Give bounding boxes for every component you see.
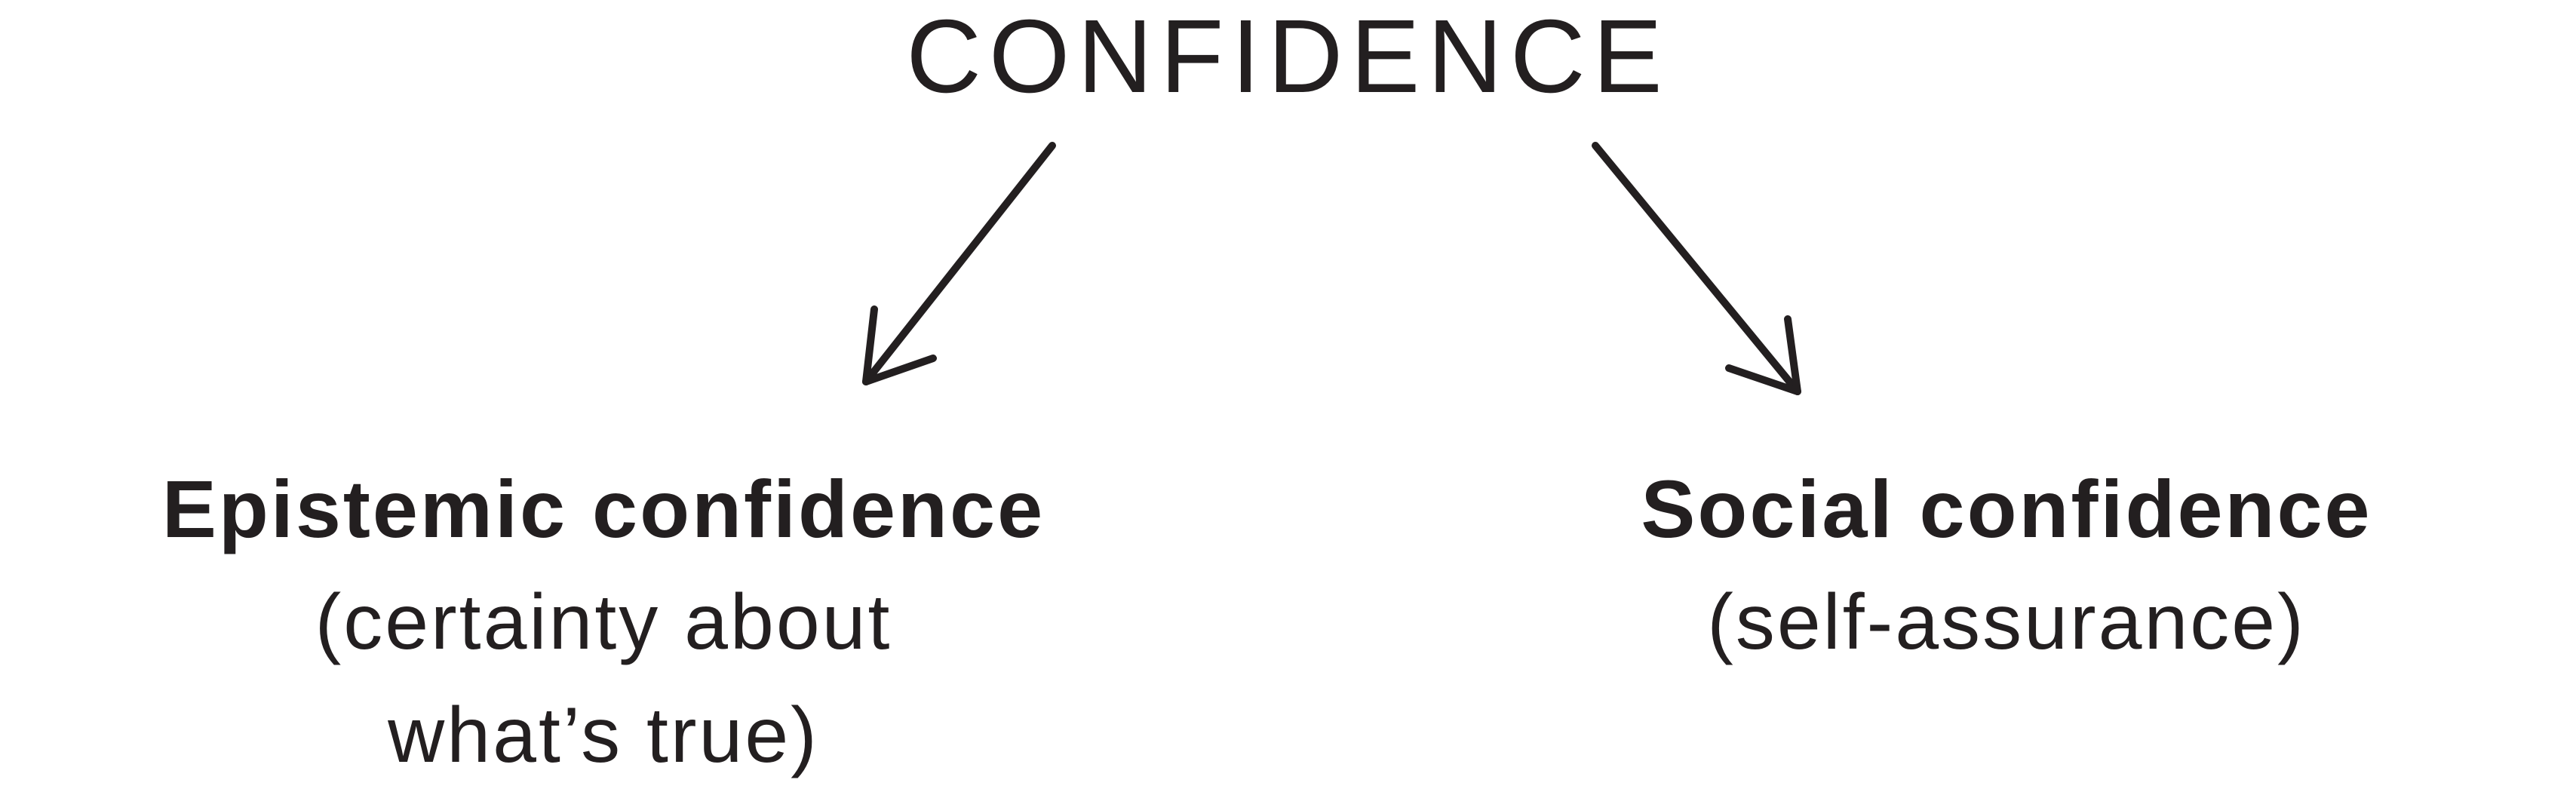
arrow-right-shaft bbox=[1592, 142, 1801, 395]
diagram-title: CONFIDENCE bbox=[906, 0, 1670, 115]
branch-epistemic-description-line: what’s true) bbox=[388, 692, 819, 779]
branch-epistemic-heading: Epistemic confidence bbox=[161, 463, 1045, 554]
branch-social: Social confidence (self-assurance) bbox=[1546, 453, 2467, 679]
branch-epistemic: Epistemic confidence (certainty about wh… bbox=[75, 453, 1131, 792]
arrows-layer bbox=[862, 142, 1801, 395]
arrow-right bbox=[1592, 142, 1801, 395]
branch-epistemic-description-line: (certainty about bbox=[315, 579, 892, 666]
branch-social-description-line: (self-assurance) bbox=[1707, 579, 2306, 666]
branch-social-description: (self-assurance) bbox=[1546, 566, 2467, 679]
arrow-left-head bbox=[862, 305, 937, 385]
branch-social-heading: Social confidence bbox=[1641, 463, 2372, 554]
arrow-left bbox=[862, 142, 1056, 385]
branch-epistemic-description: (certainty about what’s true) bbox=[75, 566, 1131, 792]
arrow-left-shaft bbox=[862, 142, 1056, 385]
arrow-right-head bbox=[1725, 315, 1801, 395]
